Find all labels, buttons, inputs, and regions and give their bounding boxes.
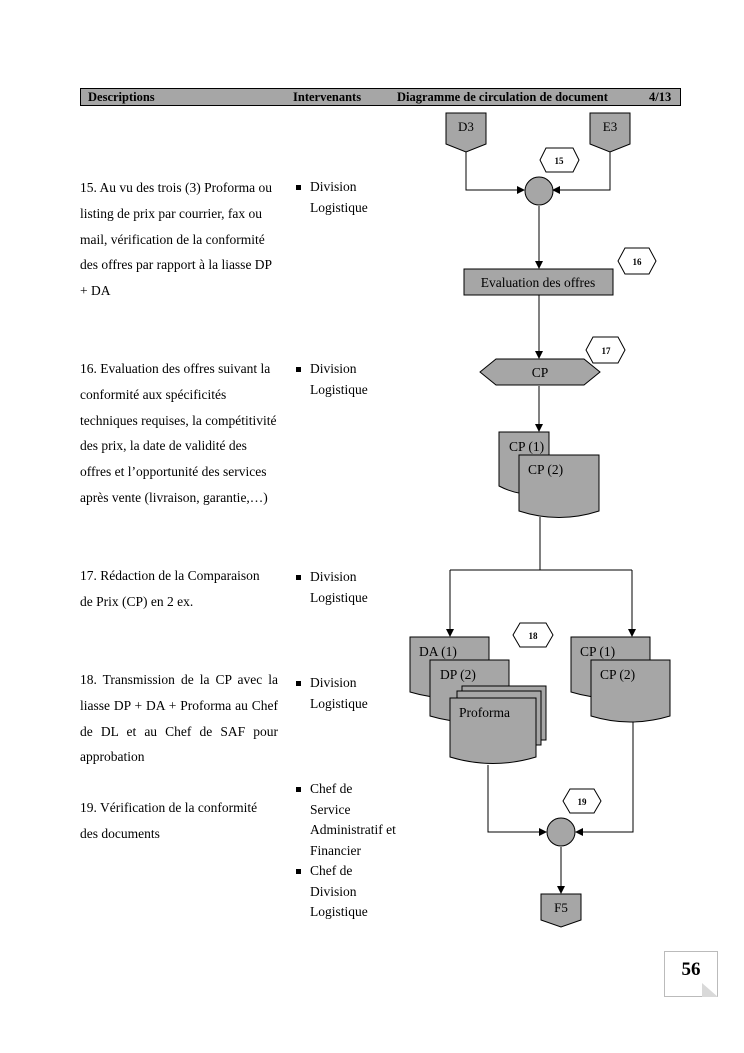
connector-d3: D3 xyxy=(445,112,487,153)
svg-text:CP (2): CP (2) xyxy=(528,462,563,477)
step-marker-16: 16 xyxy=(617,247,657,275)
arrow-e3-to-merge xyxy=(552,146,611,194)
intervenant-item: Chef de Service Administratif et Financi… xyxy=(296,779,396,861)
bullet-icon xyxy=(296,575,301,580)
arrow-cp-docs-to-merge xyxy=(575,722,634,836)
svg-text:17: 17 xyxy=(602,346,612,356)
document-cp2-right: CP (2) xyxy=(590,659,671,723)
svg-text:18: 18 xyxy=(529,631,539,641)
svg-text:Proforma: Proforma xyxy=(459,705,510,720)
step-marker-19: 19 xyxy=(562,788,602,814)
svg-text:DA (1): DA (1) xyxy=(419,644,457,659)
svg-text:DP (2): DP (2) xyxy=(440,667,476,682)
intervenant-item: Division Logistique xyxy=(296,567,396,608)
intervenant-item: Division Logistique xyxy=(296,359,396,400)
step-marker-15: 15 xyxy=(539,147,580,173)
header-page-ref: 4/13 xyxy=(649,90,672,104)
page-number-box: 56 xyxy=(664,951,718,997)
step-15-description: 15. Au vu des trois (3) Proforma ou list… xyxy=(80,180,272,299)
bullet-icon xyxy=(296,185,301,190)
bullet-icon xyxy=(296,681,301,686)
svg-text:Evaluation des offres: Evaluation des offres xyxy=(481,275,595,290)
svg-text:15: 15 xyxy=(555,156,565,166)
step-19-intervenants: Chef de Service Administratif et Financi… xyxy=(296,779,396,923)
intervenant-item: Division Logistique xyxy=(296,673,396,714)
bullet-icon xyxy=(296,869,301,874)
step-marker-17: 17 xyxy=(585,336,626,364)
document-proforma-stack: Proforma xyxy=(449,685,547,764)
step-19-description: 19. Vérification de la conformité des do… xyxy=(80,800,258,841)
bullet-icon xyxy=(296,787,301,792)
evaluation-box: Evaluation des offres xyxy=(463,268,614,296)
header-intervenants: Intervenants xyxy=(293,90,362,104)
header-diagramme: Diagramme de circulation de document xyxy=(397,90,608,104)
svg-text:16: 16 xyxy=(633,257,643,267)
step-16-intervenants: Division Logistique xyxy=(296,359,396,400)
table-header: Descriptions Intervenants Diagramme de c… xyxy=(80,88,681,106)
connector-f5: F5 xyxy=(540,893,582,928)
intervenant-item: Division Logistique xyxy=(296,177,396,218)
svg-text:F5: F5 xyxy=(554,900,568,915)
page-number: 56 xyxy=(681,959,701,980)
svg-text:E3: E3 xyxy=(603,119,617,134)
step-18-description: 18. Transmission de la CP avec la liasse… xyxy=(80,672,278,765)
step-17-description: 17. Rédaction de la Comparaison de Prix … xyxy=(80,568,260,609)
merge-node-15 xyxy=(524,176,554,206)
svg-text:CP (1): CP (1) xyxy=(509,439,544,454)
step-16-description: 16. Evaluation des offres suivant la con… xyxy=(80,361,277,505)
svg-text:CP (2): CP (2) xyxy=(600,667,635,682)
svg-text:CP (1): CP (1) xyxy=(580,644,615,659)
step-18-intervenants: Division Logistique xyxy=(296,673,396,714)
document-cp2: CP (2) xyxy=(518,454,600,518)
header-descriptions: Descriptions xyxy=(88,90,155,104)
svg-text:D3: D3 xyxy=(458,119,474,134)
svg-text:19: 19 xyxy=(578,797,588,807)
svg-text:CP: CP xyxy=(532,365,549,380)
cp-hexagon: CP xyxy=(479,358,601,386)
arrow-proforma-to-merge xyxy=(487,765,547,836)
arrow-d3-to-merge xyxy=(465,146,525,194)
step-17-intervenants: Division Logistique xyxy=(296,567,396,608)
step-marker-18: 18 xyxy=(512,622,554,648)
page-curl-icon xyxy=(702,983,718,997)
bullet-icon xyxy=(296,367,301,372)
intervenant-item: Chef de Division Logistique xyxy=(296,861,396,923)
step-15-intervenants: Division Logistique xyxy=(296,177,396,218)
connector-e3: E3 xyxy=(589,112,631,153)
merge-node-19 xyxy=(546,817,576,847)
